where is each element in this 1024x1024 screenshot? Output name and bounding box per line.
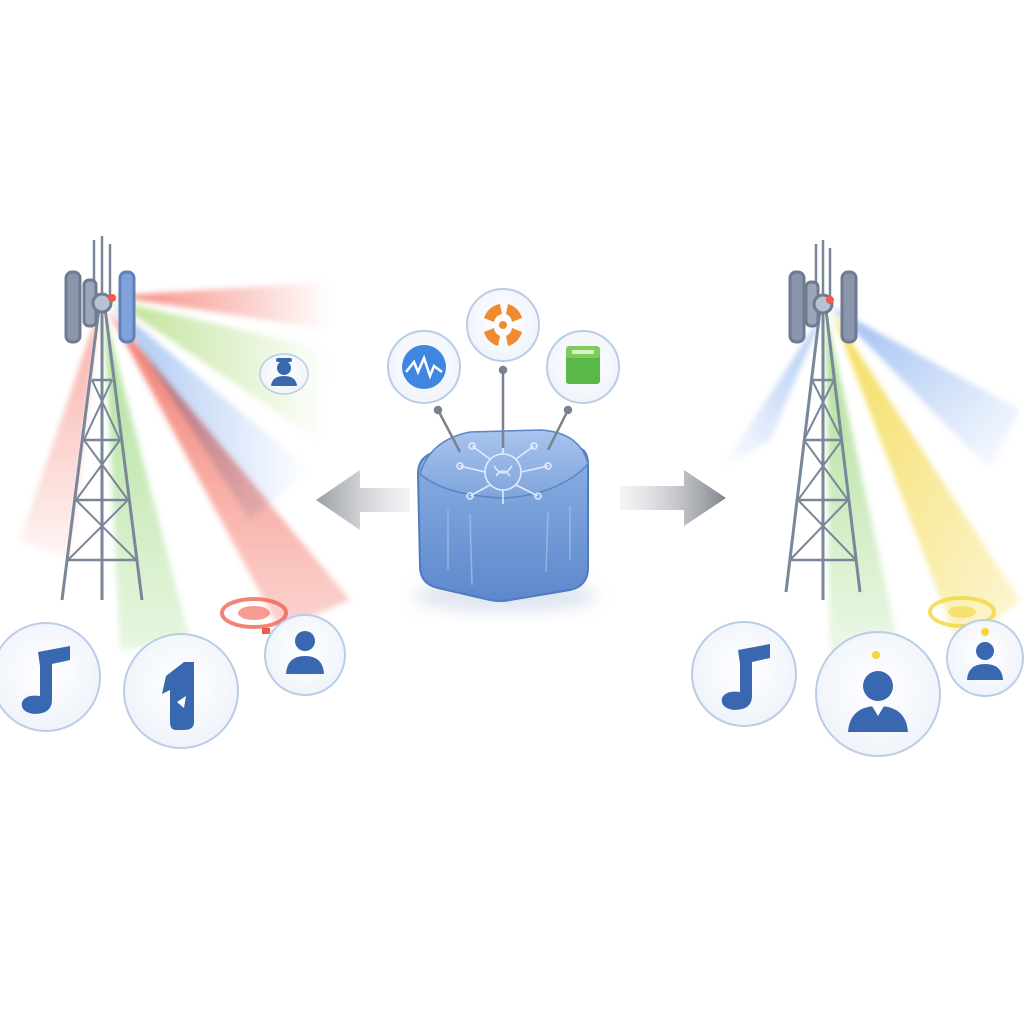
left-endpoint-music <box>0 622 101 732</box>
right-beam-yellow <box>832 312 1020 650</box>
right-beam-blue-left <box>720 312 824 470</box>
left-endpoint-number-one <box>123 633 239 749</box>
left-beam-green-upper <box>112 300 330 440</box>
right-endpoint-user-large <box>815 631 941 757</box>
arrow-left-icon <box>316 470 410 530</box>
left-cell-tower <box>60 236 144 601</box>
left-beam-green-lower <box>104 312 190 650</box>
music-note-icon <box>721 644 770 710</box>
user-icon <box>271 358 297 386</box>
right-beam-blue-upper <box>830 306 1020 470</box>
storage-box-icon <box>566 346 600 384</box>
right-endpoint-user-small <box>946 619 1024 697</box>
user-icon <box>848 671 908 732</box>
network-hub-icon <box>484 304 522 346</box>
right-beam-green <box>826 314 900 660</box>
waveform-icon <box>402 345 446 389</box>
arrow-right-icon <box>620 470 726 526</box>
number-one-icon <box>162 662 194 730</box>
right-cell-tower <box>784 240 862 600</box>
left-tower-beams <box>20 282 350 650</box>
right-tower-beams <box>720 306 1020 660</box>
left-endpoint-user <box>264 614 346 696</box>
central-controller <box>413 429 597 612</box>
storage-box-node <box>546 330 620 404</box>
right-yellow-signal-ring <box>928 596 996 628</box>
left-beam-red-upper <box>112 282 330 330</box>
user-icon <box>967 642 1003 680</box>
network-hub-node <box>466 288 540 362</box>
controller-connectors <box>433 365 573 453</box>
left-beam-red-left <box>20 312 98 560</box>
left-beam-blue <box>112 304 310 520</box>
right-endpoint-music <box>691 621 797 727</box>
music-note-icon <box>21 646 70 714</box>
left-beam-red-lower <box>108 310 350 630</box>
waveform-node <box>387 330 461 404</box>
left-red-signal-ring <box>220 597 288 634</box>
left-endpoint-user-small <box>259 353 309 395</box>
user-icon <box>286 631 324 674</box>
